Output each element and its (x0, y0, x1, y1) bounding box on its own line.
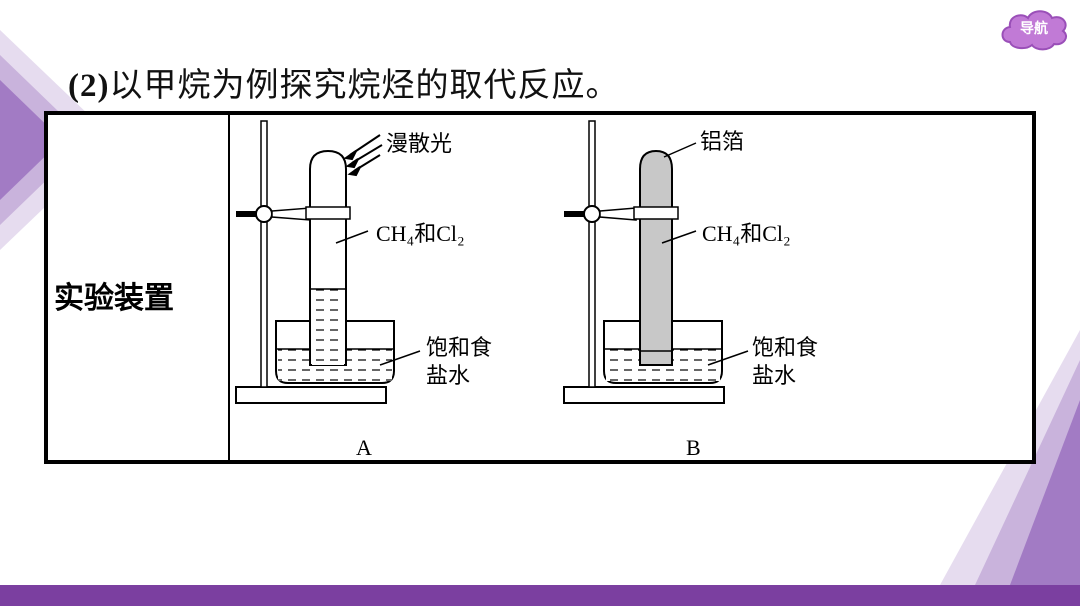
stand-rod-a (260, 120, 268, 388)
row-label: 实验装置 (54, 281, 174, 316)
clamp-screw-a (236, 211, 256, 217)
nav-label: 导航 (1020, 21, 1048, 37)
caption-b: B (686, 435, 701, 460)
gas-label-b: CH₄和Cl₂ (702, 221, 791, 246)
experiment-table: 实验装置 (44, 111, 1036, 464)
clamp-arm-b (599, 207, 637, 221)
title-number: (2) (68, 68, 110, 104)
solution-label-b-line1: 饱和食 (752, 336, 818, 361)
light-arrows-icon (343, 134, 383, 177)
solution-label-a-line1: 饱和食 (426, 336, 492, 361)
apparatus-diagram: 漫散光 CH₄和Cl₂ 饱和食 盐水 A 铝箔 (235, 120, 818, 460)
clamp-screw-b (564, 211, 584, 217)
cloud-icon (1001, 10, 1067, 51)
light-label: 漫散光 (386, 132, 452, 157)
solution-label-a-line2: 盐水 (426, 364, 470, 389)
test-tube-b (639, 149, 673, 366)
page-title: (2)以甲烷为例探究烷烃的取代反应。 (68, 58, 619, 106)
stand-base-b (563, 386, 725, 404)
clamp-arm-a (271, 207, 311, 221)
nav-button[interactable]: 导航 (998, 6, 1070, 52)
title-text: 以甲烷为例探究烷烃的取代反应。 (109, 65, 620, 104)
tube-liquid-a (312, 289, 344, 365)
row-label-cell: 实验装置 (48, 115, 230, 460)
foil-label: 铝箔 (700, 130, 744, 155)
clamp-jaw-b (633, 206, 679, 220)
clamp-knob-a (255, 205, 273, 223)
apparatus-a: 漫散光 CH₄和Cl₂ 饱和食 盐水 A (235, 120, 492, 460)
clamp-jaw-a (305, 206, 351, 220)
stand-base-a (235, 386, 387, 404)
solution-label-b-line2: 盐水 (752, 364, 796, 389)
gas-label-a: CH₄和Cl₂ (376, 221, 465, 246)
apparatus-b: 铝箔 CH₄和Cl₂ 饱和食 盐水 B (563, 120, 818, 460)
stand-rod-b (588, 120, 596, 388)
caption-a: A (356, 435, 372, 460)
clamp-knob-b (583, 205, 601, 223)
bottom-accent-bar (0, 585, 1080, 606)
